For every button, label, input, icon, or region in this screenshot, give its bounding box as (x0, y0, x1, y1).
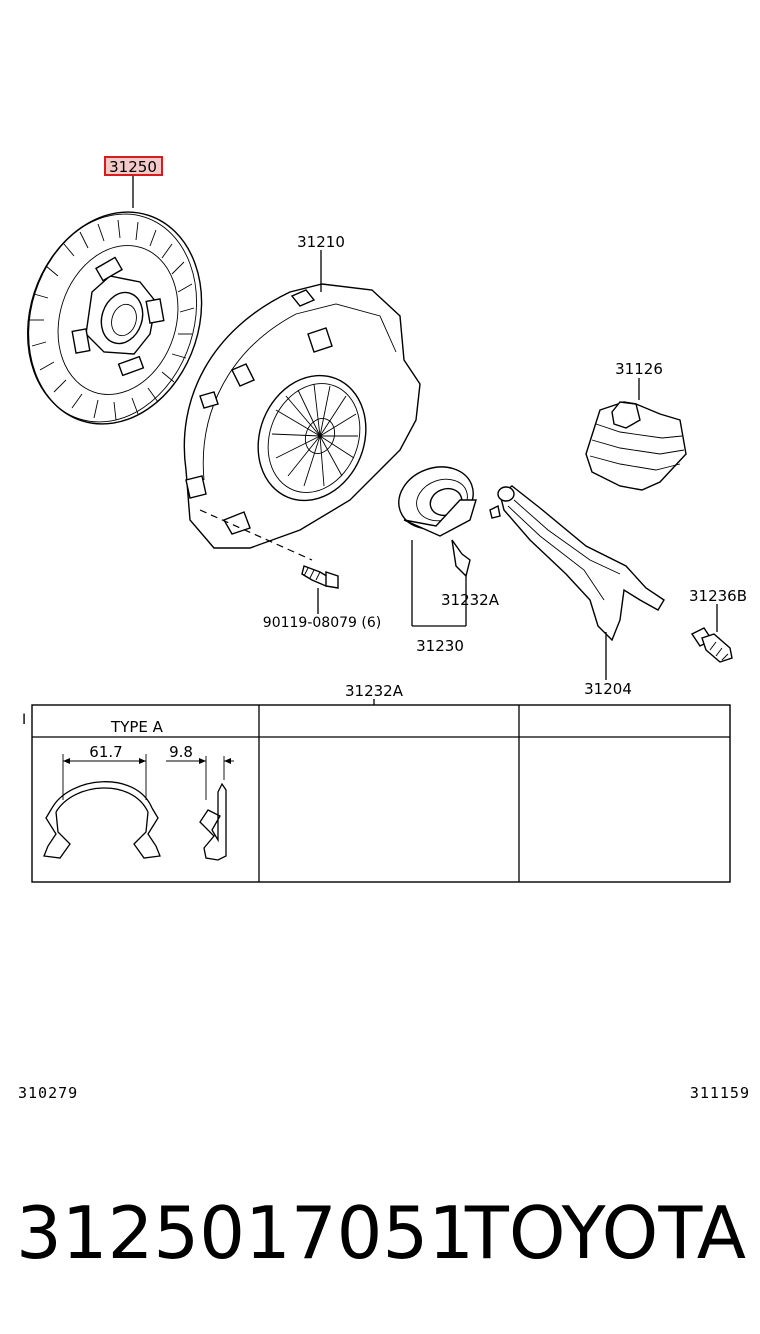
release-bearing-illustration (398, 466, 477, 627)
label-31236B[interactable]: 31236B (689, 587, 747, 605)
brand-name: TOYOTA (464, 1191, 746, 1275)
part-number: 3125017051 (16, 1191, 475, 1275)
highlight-box (104, 156, 163, 176)
label-31232A-table[interactable]: 31232A (345, 682, 404, 700)
label-31210[interactable]: 31210 (297, 233, 345, 251)
stud-bolt-illustration (690, 604, 733, 663)
label-90119-08079[interactable]: 90119-08079 (6) (263, 615, 381, 631)
clip-table: 31232A I TYPE A 61.7 9.8 (22, 682, 731, 883)
label-31126[interactable]: 31126 (615, 360, 663, 378)
label-31204[interactable]: 31204 (584, 680, 632, 698)
label-31230[interactable]: 31230 (416, 637, 464, 655)
boot-illustration (585, 378, 687, 491)
dim-thickness: 9.8 (169, 743, 193, 761)
left-code: 310279 (18, 1084, 79, 1102)
row-marker: I (22, 712, 26, 728)
release-fork-illustration (489, 485, 665, 680)
parts-diagram: 31250 31210 (22, 156, 747, 883)
bolt-illustration (301, 565, 339, 614)
label-31250[interactable]: 31250 (109, 158, 157, 176)
clutch-disc-illustration (26, 176, 203, 425)
right-code: 311159 (689, 1084, 750, 1102)
clutch-cover-illustration (183, 250, 421, 561)
label-31232A[interactable]: 31232A (441, 591, 500, 609)
table-header-type-a: TYPE A (110, 718, 164, 736)
dim-width: 61.7 (89, 743, 122, 761)
